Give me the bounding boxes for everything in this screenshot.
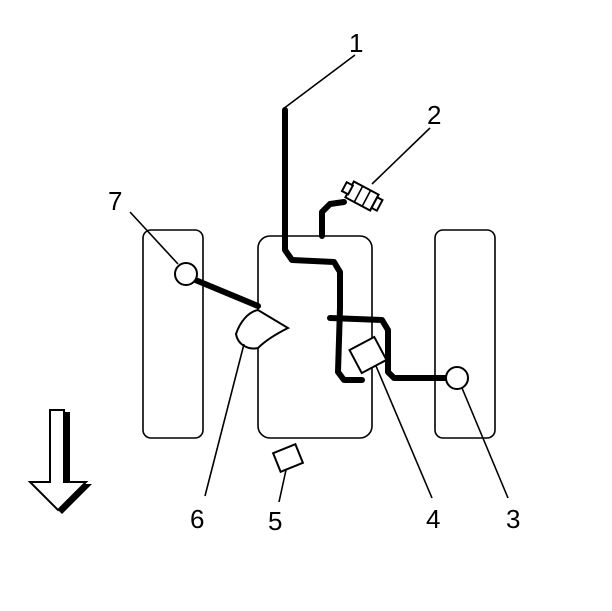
callout-1: 1 [349,28,363,58]
harness-loop [327,315,455,381]
right-wheel [434,229,496,439]
callout-2: 2 [427,100,441,130]
callout-4: 4 [426,504,440,534]
callout-6: 6 [190,504,204,534]
module-4 [348,335,388,375]
connector-2 [340,180,384,213]
left-wheel [142,229,204,439]
leader-7 [129,211,179,265]
leader-5 [278,469,287,503]
callout-3: 3 [506,504,520,534]
center-housing [257,235,373,439]
leader-1 [282,54,356,110]
direction-arrow-icon [27,409,92,514]
component-5 [271,442,305,474]
harness-2 [319,199,347,239]
component-6 [234,308,291,350]
callout-5: 5 [268,506,282,536]
harness-u [335,305,365,383]
leader-3 [461,387,509,499]
sensor-3 [445,366,469,390]
harness-7 [190,276,261,309]
harness-1 [282,107,343,311]
sensor-7 [174,262,198,286]
callout-7: 7 [108,186,122,216]
leader-6 [204,343,245,497]
leader-2 [371,127,431,185]
leader-4 [375,365,433,499]
